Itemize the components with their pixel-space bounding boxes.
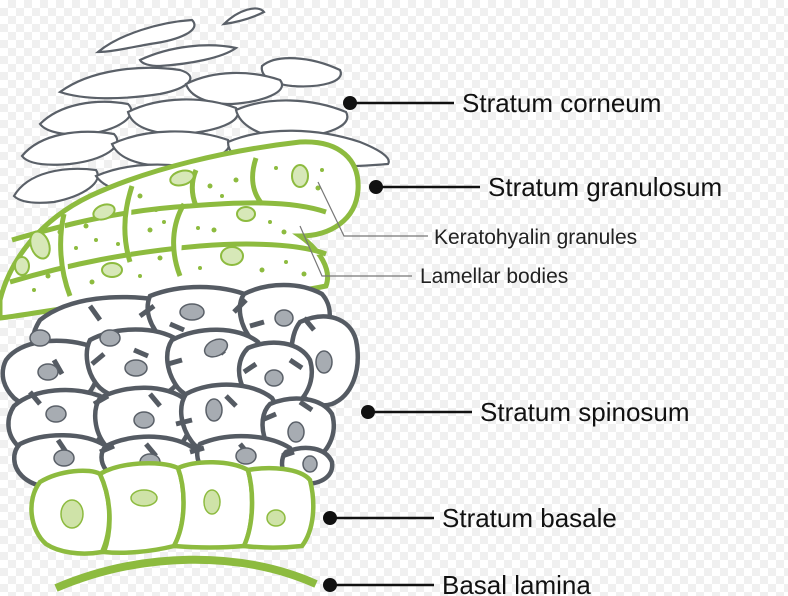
label-stratum-granulosum: Stratum granulosum xyxy=(369,172,722,202)
stratum-spinosum-cells xyxy=(0,282,360,491)
label-text: Stratum granulosum xyxy=(488,172,722,202)
basal-lamina xyxy=(54,555,318,592)
label-text: Lamellar bodies xyxy=(420,265,568,288)
label-stratum-spinosum: Stratum spinosum xyxy=(361,397,690,427)
stratum-granulosum-cells xyxy=(0,139,361,321)
leader-line xyxy=(299,225,412,277)
stratum-basale-cells xyxy=(29,460,316,556)
label-keratohyalin-granules: Keratohyalin granules xyxy=(317,181,637,249)
label-text: Basal lamina xyxy=(442,570,591,596)
stratum-corneum-cells xyxy=(12,7,390,204)
label-basal-lamina: Basal lamina xyxy=(323,570,591,596)
label-lamellar-bodies: Lamellar bodies xyxy=(299,225,568,288)
label-text: Stratum spinosum xyxy=(480,397,690,427)
label-stratum-corneum: Stratum corneum xyxy=(343,88,661,118)
label-stratum-basale: Stratum basale xyxy=(323,503,617,533)
label-text: Stratum corneum xyxy=(462,88,661,118)
label-text: Stratum basale xyxy=(442,503,617,533)
label-text: Keratohyalin granules xyxy=(434,226,637,249)
leader-line xyxy=(317,181,428,237)
